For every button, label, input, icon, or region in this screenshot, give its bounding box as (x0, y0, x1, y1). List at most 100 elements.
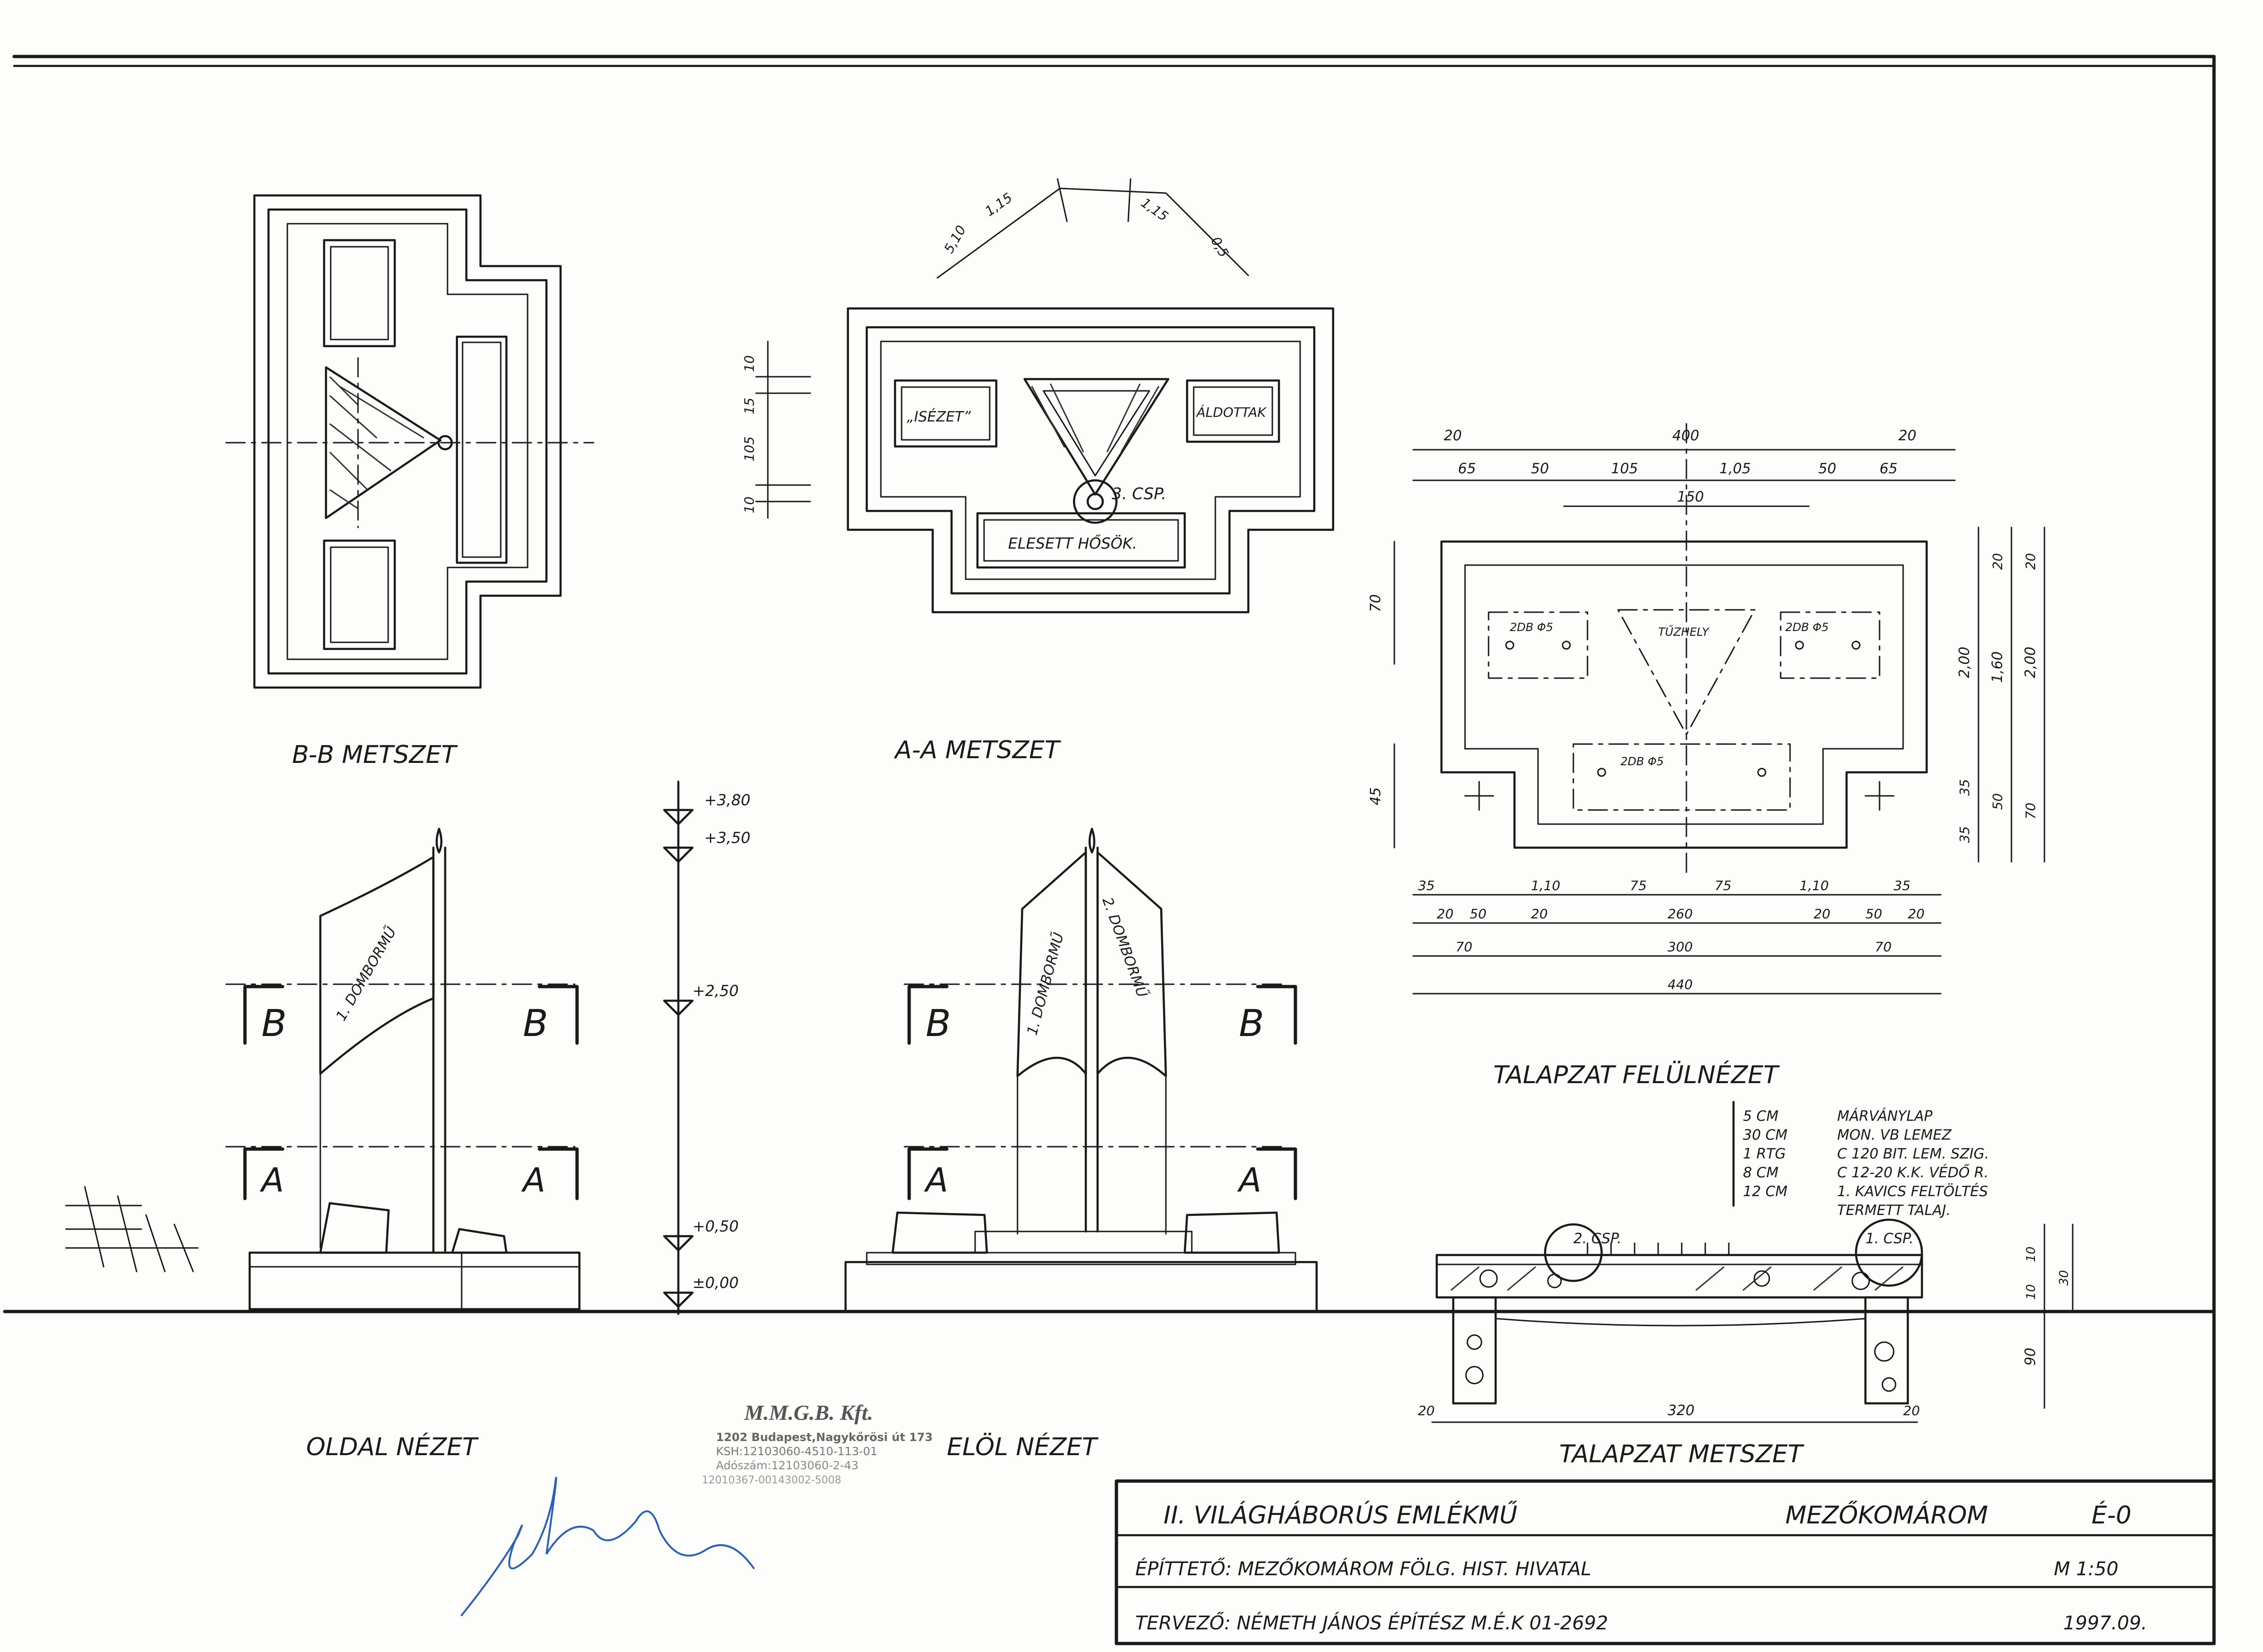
plan-dim-b20d: 20 (1908, 906, 1925, 922)
layer-5: 12 CM (1743, 1183, 1788, 1200)
title-date: 1997.09. (2063, 1612, 2147, 1634)
plan-note-2: 2DB Φ5 (1785, 621, 1829, 634)
section-dim-r4: 90 (2022, 1348, 2039, 1366)
title-project: II. VILÁGHÁBORÚS EMLÉKMŰ (1164, 1500, 1517, 1530)
front-view-title: ELÖL NÉZET (947, 1433, 1099, 1461)
aa-detail-label: 3. CSP. (1112, 485, 1166, 503)
plan-dim-b70a: 70 (1456, 939, 1473, 955)
plan-dim-70: 70 (1368, 594, 1384, 612)
layer-note-5: 1. KAVICS FELTÖLTÉS (1837, 1183, 1988, 1200)
plan-dim-b70b: 70 (1875, 939, 1892, 955)
stamp-tax: Adószám:12103060-2-43 (716, 1459, 858, 1472)
plan-dim-50r: 50 (1990, 793, 2005, 810)
plan-dim-b260: 260 (1668, 906, 1693, 922)
plan-dim-b75b: 75 (1715, 878, 1732, 893)
plan-dim-20b: 20 (1898, 428, 1916, 444)
plan-dim-50a: 50 (1531, 461, 1549, 477)
level-scale: +3,80 +3,50 +2,50 +0,50 ±0,00 (663, 780, 750, 1315)
title-location: MEZŐKOMÁROM (1785, 1501, 1988, 1530)
marker-a-side-right: A (521, 1161, 545, 1199)
level-350: +3,50 (704, 829, 750, 847)
plan-dim-200a: 2,00 (1956, 647, 1973, 678)
plan-dim-20r: 20 (1990, 553, 2005, 570)
front-view: 1. DOMBORMŰ 2. DOMBORMŰ (844, 827, 1318, 1313)
plan-dim-400: 400 (1672, 428, 1699, 444)
left-margin-marks (65, 1186, 199, 1272)
marker-a-side-left: A (260, 1161, 284, 1199)
aa-dim-left-3: 105 (741, 437, 757, 462)
layer-note-3: C 120 BIT. LEM. SZIG. (1837, 1146, 1989, 1162)
aa-section-title: A-A METSZET (894, 736, 1061, 764)
section-dim-320: 320 (1668, 1402, 1694, 1419)
plan-dim-35b: 35 (1957, 779, 1972, 796)
plan-dim-b50a: 50 (1470, 906, 1487, 922)
marker-b-side-left: B (261, 1003, 287, 1045)
plan-dim-b35a: 35 (1418, 878, 1435, 893)
layer-2: 30 CM (1743, 1127, 1788, 1143)
plan-dim-20r2: 20 (2023, 553, 2038, 570)
plan-dim-70r: 70 (2023, 802, 2038, 819)
aa-dim-top-3: 1,15 (1138, 195, 1171, 225)
level-380: +3,80 (704, 791, 750, 809)
aa-dim-left-2: 15 (741, 397, 757, 414)
aa-plaque-right: ÁLDOTTAK (1196, 404, 1267, 420)
section-dim-r1: 10 (2024, 1247, 2038, 1262)
layer-note-4: C 12-20 K.K. VÉDŐ R. (1837, 1164, 1988, 1181)
plan-note-3: 2DB Φ5 (1620, 755, 1664, 768)
aa-dim-top-1: 5,10 (941, 223, 969, 256)
layer-4: 8 CM (1743, 1165, 1779, 1181)
stamp-ksh: KSH:12103060-4510-113-01 (716, 1445, 878, 1458)
layer-3: 1 RTG (1743, 1146, 1786, 1162)
marker-b-side-right: B (523, 1003, 548, 1045)
marker-a-front-right: A (1237, 1161, 1262, 1199)
section-dim-r2: 10 (2024, 1284, 2038, 1300)
stamp-account: 12010367-00143002-5008 (702, 1474, 841, 1486)
aa-section-view: „ISÉZET” ÁLDOTTAK ELESETT HŐSÖK. 3. CSP.… (741, 178, 1335, 614)
plan-dim-45: 45 (1368, 787, 1384, 805)
plan-note-1: 2DB Φ5 (1510, 621, 1553, 634)
title-client: ÉPÍTTETŐ: MEZŐKOMÁROM FÖLG. HIST. HIVATA… (1135, 1557, 1591, 1580)
plan-dim-200b: 2,00 (2022, 647, 2039, 678)
plan-dim-105: 105 (1611, 461, 1638, 477)
plan-dim-65a: 65 (1458, 461, 1476, 477)
title-designer: TERVEZŐ: NÉMETH JÁNOS ÉPÍTÉSZ M.É.K 01-2… (1135, 1611, 1608, 1634)
layer-note-2: MON. VB LEMEZ (1837, 1127, 1952, 1143)
plan-dim-50b: 50 (1818, 461, 1836, 477)
side-view: 1. DOMBORMŰ (225, 827, 581, 1311)
level-050: +0,50 (692, 1217, 739, 1235)
level-000: ±0,00 (692, 1274, 739, 1292)
base-section-title: TALAPZAT METSZET (1559, 1440, 1805, 1468)
side-flag-text: 1. DOMBORMŰ (332, 924, 400, 1024)
marker-b-front-left: B (926, 1003, 951, 1045)
section-markers: B B A A B B A A (243, 985, 1297, 1200)
bb-section-view (225, 194, 594, 689)
level-250: +2,50 (692, 982, 739, 1000)
title-sheet-code: É-0 (2092, 1501, 2132, 1530)
aa-dim-left-4: 10 (741, 496, 757, 513)
plan-dim-b75a: 75 (1630, 878, 1647, 893)
plan-dim-b20b: 20 (1531, 906, 1548, 922)
plan-dim-20a: 20 (1444, 428, 1462, 444)
layer-legend: 5 CM 30 CM 1 RTG 8 CM 12 CM MÁRVÁNYLAP M… (1732, 1101, 1989, 1219)
base-section-view: 2. CSP. 1. CSP. 20 320 20 10 10 30 90 (1418, 1218, 2074, 1423)
side-view-title: OLDAL NÉZET (306, 1433, 479, 1461)
plan-dim-65b: 65 (1880, 461, 1897, 477)
section-dim-r3: 30 (2057, 1270, 2071, 1286)
plan-dim-b20c: 20 (1814, 906, 1831, 922)
sheet-frame (3, 55, 2216, 1645)
plan-dim-160: 1,60 (1989, 651, 2006, 683)
aa-dim-top-2: 1,15 (982, 190, 1015, 219)
plan-dim-b20a: 20 (1437, 906, 1454, 922)
section-detail-2: 2. CSP. (1573, 1231, 1621, 1247)
plan-dim-b50b: 50 (1865, 906, 1882, 922)
plan-note-4: TŰZHELY (1658, 624, 1710, 639)
bb-section-title: B-B METSZET (292, 741, 458, 769)
marker-a-front-left: A (924, 1161, 948, 1199)
layer-1: 5 CM (1743, 1108, 1779, 1125)
base-plan-view: 2DB Φ5 2DB Φ5 2DB Φ5 TŰZHELY 20 400 20 6… (1368, 423, 2045, 995)
signature (461, 1477, 755, 1616)
plan-dim-b110a: 1,10 (1531, 878, 1560, 893)
section-dim-20a: 20 (1418, 1403, 1435, 1418)
plan-dim-105b: 1,05 (1719, 461, 1751, 477)
